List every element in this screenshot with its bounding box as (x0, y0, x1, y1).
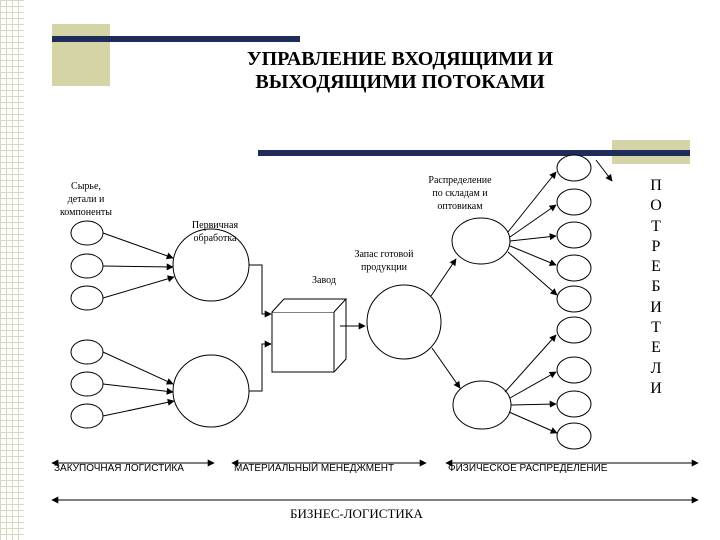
label-purchasing-logistics: ЗАКУПОЧНАЯ ЛОГИСТИКА (54, 463, 184, 474)
label-finished-stock: Запас готовой продукции (354, 249, 414, 273)
flow-arrow (102, 383, 174, 395)
consumer-node (556, 285, 592, 313)
flow-arrow (102, 232, 174, 260)
flow-arrow (595, 159, 613, 182)
flow-arrow (249, 340, 272, 392)
title-line-2: ВЫХОДЯЩИМИ ПОТОКАМИ (255, 71, 545, 93)
supplier-node (70, 253, 104, 279)
decorative-block-top (52, 24, 110, 86)
consumer-node (556, 221, 592, 249)
consumer-node (556, 316, 592, 344)
distribution-node-top (451, 217, 511, 265)
label-primary-processing: Первичная обработка (191, 220, 239, 244)
finished-stock-node (366, 284, 442, 360)
decorative-bar-right (258, 150, 690, 156)
supplier-node (70, 371, 104, 397)
flow-arrow (102, 351, 174, 385)
slide-title: УПРАВЛЕНИЕ ВХОДЯЩИМИ И ВЫХОДЯЩИМИ ПОТОКА… (180, 48, 620, 94)
distribution-node-bottom (452, 380, 512, 430)
flow-arrow (102, 398, 175, 417)
consumer-node (556, 188, 592, 216)
grid-pattern-decoration (0, 0, 24, 540)
consumer-node (556, 254, 592, 282)
flow-arrow (508, 411, 558, 434)
label-business-logistics: БИЗНЕС-ЛОГИСТИКА (290, 506, 423, 521)
label-factory: Завод (312, 275, 336, 286)
consumer-node (556, 422, 592, 450)
flow-arrow (507, 171, 557, 233)
flow-arrow (510, 400, 557, 408)
consumer-node (556, 154, 592, 182)
flow-arrow (507, 251, 558, 296)
flow-arrow (509, 233, 557, 242)
label-materials-management: МАТЕРИАЛЬНЫЙ МЕНЕДЖМЕНТ (234, 463, 395, 474)
flow-arrow (430, 258, 457, 297)
flow-arrow (509, 245, 557, 266)
supplier-node (70, 285, 104, 311)
flow-arrow (431, 347, 461, 389)
label-distribution: Распределение по складам и оптовикам (428, 175, 492, 212)
processing-node-bottom (172, 354, 250, 428)
supplier-node (70, 339, 104, 365)
flow-arrow (504, 334, 557, 393)
flow-arrow (509, 371, 557, 399)
factory-cube (271, 311, 335, 373)
flow-arrow (249, 264, 272, 318)
title-line-1: УПРАВЛЕНИЕ ВХОДЯЩИМИ И (246, 48, 554, 70)
consumer-node (556, 390, 592, 418)
label-physical-distribution: ФИЗИЧЕСКОЕ РАСПРЕДЕЛЕНИЕ (448, 463, 608, 474)
supplier-node (70, 220, 104, 246)
flow-arrow (509, 204, 557, 238)
decorative-bar-top (52, 36, 300, 42)
consumer-node (556, 356, 592, 384)
label-raw-materials: Сырье, детали и компоненты (59, 181, 113, 218)
supplier-node (70, 403, 104, 429)
flow-arrow (102, 275, 175, 299)
consumers-label: П О Т Р Е Б И Т Е Л И (650, 177, 662, 397)
flow-arrow (102, 263, 174, 271)
